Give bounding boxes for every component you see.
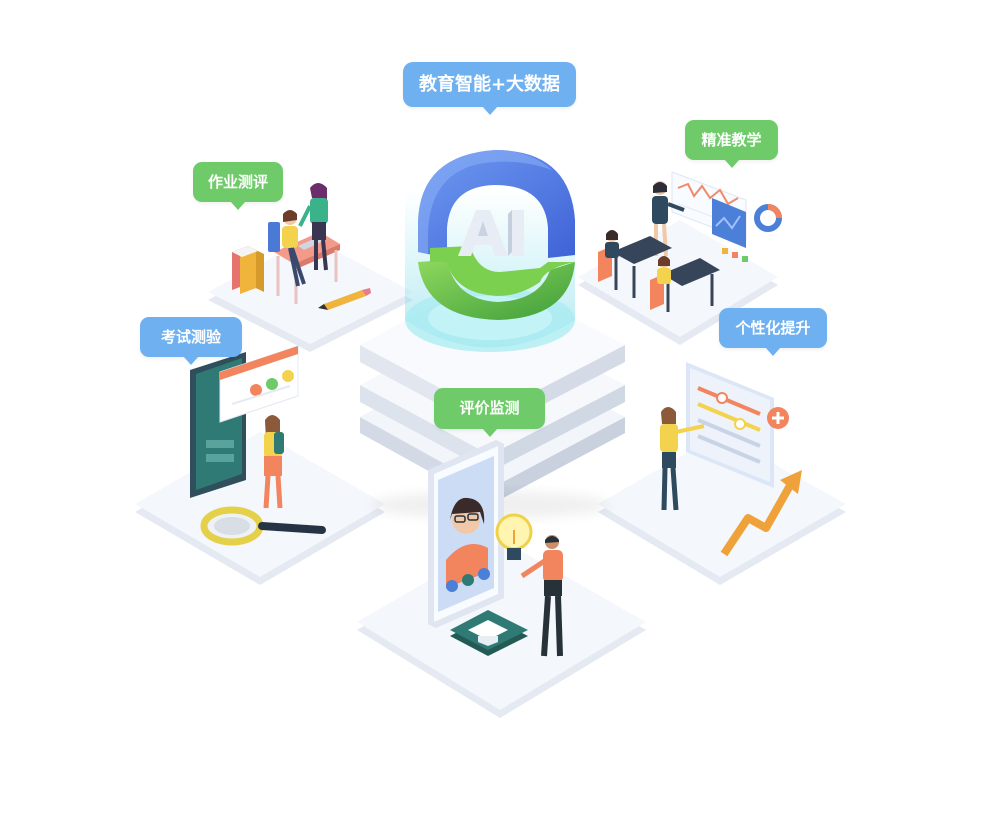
donut-chart-icon: [754, 204, 782, 232]
module-label-personalized: 个性化提升: [735, 319, 811, 337]
lightbulb-icon: [495, 513, 533, 560]
graduation-cap-icon: [450, 610, 528, 656]
module-label-evaluation: 评价监测: [459, 399, 520, 417]
teaching-scene: [598, 171, 782, 312]
pencil-icon: [318, 288, 371, 310]
exam-scene: [190, 345, 326, 546]
books-icon: [232, 246, 264, 294]
title-bubble: 教育智能+大数据: [403, 62, 576, 115]
module-bubble-homework: 作业测评: [193, 162, 283, 210]
ai-logo-icon: [418, 150, 575, 320]
module-label-homework: 作业测评: [207, 173, 268, 191]
module-bubble-personalized: 个性化提升: [719, 308, 827, 356]
platform-personalized: [598, 434, 846, 585]
homework-scene: [232, 183, 371, 310]
module-bubble-exam: 考试测验: [140, 317, 242, 365]
personalized-scene: [660, 362, 802, 557]
evaluation-scene: [428, 440, 563, 657]
platform-homework: [208, 237, 413, 352]
magnifier-icon: [200, 506, 326, 546]
title-text: 教育智能+大数据: [418, 74, 561, 95]
module-bubble-evaluation: 评价监测: [434, 388, 545, 437]
platform-exam: [135, 432, 385, 585]
module-bubble-teaching: 精准教学: [685, 120, 778, 168]
module-label-exam: 考试测验: [160, 328, 221, 346]
module-label-teaching: 精准教学: [701, 131, 762, 149]
trend-arrow-icon: [720, 470, 802, 557]
